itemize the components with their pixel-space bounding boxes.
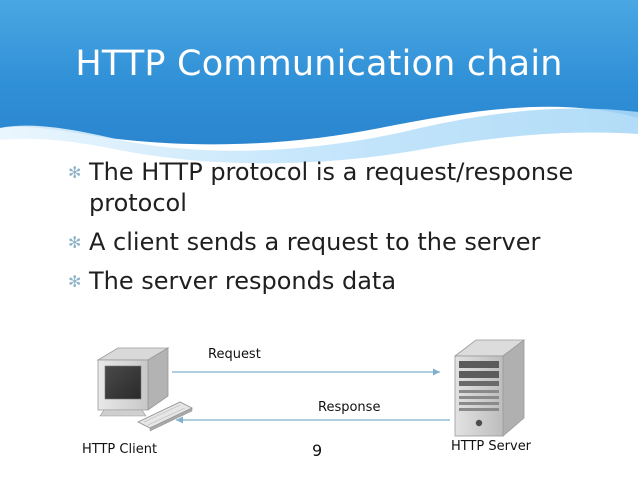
bullet-item: ✻ A client sends a request to the server [68,227,608,258]
client-label: HTTP Client [82,442,158,457]
server-tower-icon [453,339,526,437]
header-background [0,0,638,165]
bullet-item: ✻ The HTTP protocol is a request/respons… [68,157,608,219]
asterisk-bullet-icon: ✻ [68,163,82,182]
bullet-text: The server responds data [89,267,397,295]
response-label: Response [318,400,381,415]
request-label: Request [208,347,261,362]
http-chain-diagram: Request Response HTTP Client HTTP Server [0,330,638,479]
bullet-list: ✻ The HTTP protocol is a request/respons… [68,157,608,305]
bullet-text: The HTTP protocol is a request/response … [89,158,574,217]
asterisk-bullet-icon: ✻ [68,272,82,291]
server-label: HTTP Server [451,439,532,454]
bullet-item: ✻ The server responds data [68,266,608,297]
page-number: 9 [312,441,323,460]
asterisk-bullet-icon: ✻ [68,233,82,252]
diagram-graphics [96,339,526,437]
bullet-text: A client sends a request to the server [89,228,541,256]
desktop-computer-icon [96,347,170,417]
slide-title: HTTP Communication chain [75,44,563,84]
keyboard-icon [137,401,193,432]
